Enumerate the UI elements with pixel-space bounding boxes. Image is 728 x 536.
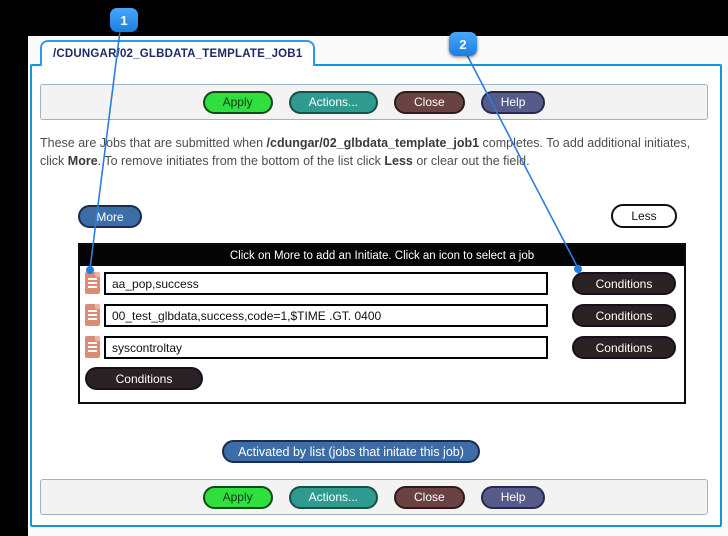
initiate-input-2[interactable] bbox=[104, 304, 548, 327]
job-tab[interactable]: /CDUNGAR/02_GLBDATA_TEMPLATE_JOB1 bbox=[40, 40, 316, 66]
conditions-button-standalone[interactable]: Conditions bbox=[85, 367, 203, 390]
callout-badge-2: 2 bbox=[449, 32, 477, 56]
activated-by-list-button[interactable]: Activated by list (jobs that initate thi… bbox=[222, 440, 480, 463]
description-more-bold: More bbox=[67, 154, 98, 168]
description-less-bold: Less bbox=[384, 154, 413, 168]
actions-button-bottom[interactable]: Actions... bbox=[288, 485, 378, 509]
job-select-icon[interactable] bbox=[85, 304, 100, 326]
callout-badge-2-label: 2 bbox=[459, 36, 467, 52]
initiate-input-3[interactable] bbox=[104, 336, 548, 359]
apply-button-top[interactable]: Apply bbox=[202, 90, 273, 114]
callout-badge-1-label: 1 bbox=[120, 12, 128, 28]
conditions-button-row-2[interactable]: Conditions bbox=[572, 304, 676, 327]
apply-button-bottom[interactable]: Apply bbox=[202, 485, 273, 509]
description-part4: or clear out the field. bbox=[412, 154, 530, 168]
initiate-row: Conditions bbox=[80, 304, 684, 328]
conditions-button-row-1[interactable]: Conditions bbox=[572, 272, 676, 295]
help-button-top[interactable]: Help bbox=[480, 90, 546, 114]
job-tab-label: /CDUNGAR/02_GLBDATA_TEMPLATE_JOB1 bbox=[53, 48, 303, 60]
description-part1: These are Jobs that are submitted when bbox=[40, 136, 267, 150]
initiates-list-panel: Click on More to add an Initiate. Click … bbox=[78, 243, 686, 404]
toolbar-bottom: Apply Actions... Close Help bbox=[40, 479, 708, 515]
initiate-input-1[interactable] bbox=[104, 272, 548, 295]
less-button[interactable]: Less bbox=[611, 204, 677, 228]
initiates-list-header: Click on More to add an Initiate. Click … bbox=[80, 245, 684, 266]
callout-badge-1: 1 bbox=[110, 8, 138, 32]
job-select-icon[interactable] bbox=[85, 272, 100, 294]
description-job-name: /cdungar/02_glbdata_template_job1 bbox=[266, 136, 480, 150]
help-button-bottom[interactable]: Help bbox=[480, 485, 546, 509]
initiate-row: Conditions bbox=[80, 272, 684, 296]
more-button[interactable]: More bbox=[78, 205, 142, 228]
job-select-icon[interactable] bbox=[85, 336, 100, 358]
description-text: These are Jobs that are submitted when /… bbox=[40, 134, 700, 170]
close-button-top[interactable]: Close bbox=[394, 90, 465, 114]
initiate-row: Conditions bbox=[80, 336, 684, 360]
conditions-button-row-3[interactable]: Conditions bbox=[572, 336, 676, 359]
close-button-bottom[interactable]: Close bbox=[394, 485, 465, 509]
toolbar-top: Apply Actions... Close Help bbox=[40, 84, 708, 120]
actions-button-top[interactable]: Actions... bbox=[288, 90, 378, 114]
description-part3: . To remove initiates from the bottom of… bbox=[97, 154, 385, 168]
